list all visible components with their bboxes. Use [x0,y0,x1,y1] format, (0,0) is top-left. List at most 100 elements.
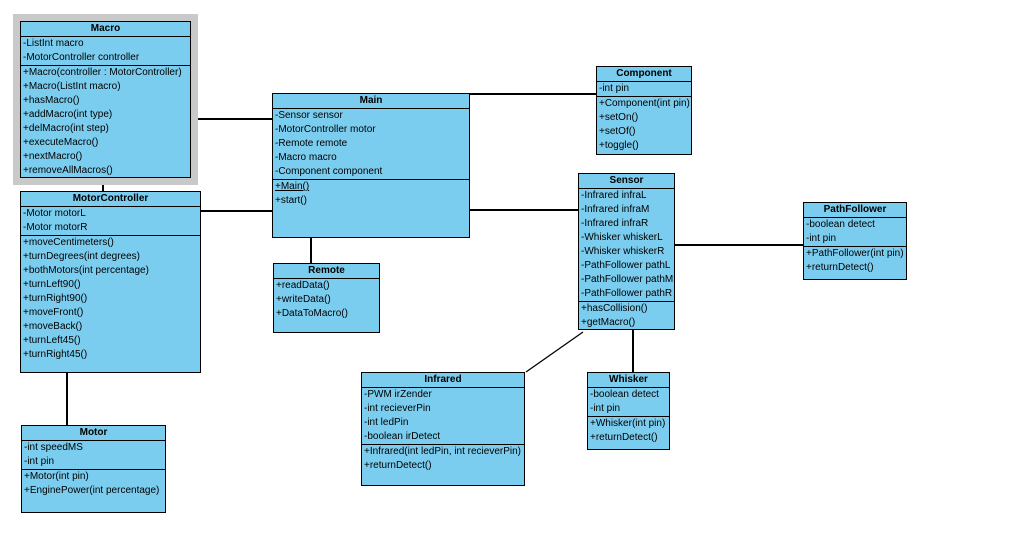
member-row: -Motor motorL [23,208,86,219]
class-pathfollower-attributes: -boolean detect -int pin [804,218,906,247]
member-row: +Macro(ListInt macro) [23,81,121,92]
class-motor-title: Motor [22,426,165,441]
member-row: -PWM irZender [364,389,432,400]
class-infrared-methods: +Infrared(int ledPin, int recieverPin)+r… [362,445,524,485]
member-row: +writeData() [276,294,331,305]
connector-sensor-pathfollower[interactable] [675,244,803,246]
member-row: +delMacro(int step) [23,123,109,134]
member-row: -boolean detect [806,219,875,230]
member-row: +bothMotors(int percentage) [23,265,149,276]
class-whisker-attributes: -boolean detect -int pin [588,388,669,417]
class-motor-methods: +Motor(int pin) +EnginePower(int percenta… [22,470,165,512]
member-row: +Infrared(int ledPin, int recieverPin) [364,446,522,457]
member-row: -int ledPin [364,417,409,428]
class-sensor-title: Sensor [579,174,674,189]
connector-macro-motorcontroller[interactable] [102,178,104,191]
class-pathfollower[interactable]: PathFollower -boolean detect-int pin +Pa… [803,202,907,280]
class-component-title: Component [597,67,691,82]
class-remote-methods: +readData() +writeData() +DataToMacro() [274,279,379,332]
class-remote[interactable]: Remote +readData() +writeData() +DataToMac… [273,263,380,333]
connector-macro-main[interactable] [196,118,272,120]
member-row: +turnRight90() [23,293,88,304]
class-macro[interactable]: Macro -ListInt macro-MotorController con… [20,21,191,178]
member-row: +removeAllMacros() [23,165,113,176]
member-row: +DataToMacro() [276,308,348,319]
class-pathfollower-methods: +PathFollower(int pin)+returnDetect() [804,247,906,279]
connector-sensor-whisker[interactable] [632,330,634,372]
member-row: -Motor motorR [23,222,88,233]
connector-motorcontroller-motor[interactable] [66,373,68,425]
member-row: -Component component [275,166,383,177]
member-row: +Main() [275,181,310,192]
class-component[interactable]: Component -int pin +Component(int pin) +s… [596,66,692,155]
class-macro-methods: +Macro(controller : MotorController) +Mac… [21,66,190,177]
class-component-attributes: -int pin [597,82,691,97]
class-whisker-title: Whisker [588,373,669,388]
member-row: +EnginePower(int percentage) [24,485,160,496]
member-row: +moveCentimeters() [23,237,114,248]
member-row: -Infrared infraL [581,190,647,201]
class-sensor-attributes: -Infrared infraL -Infrared infraM -Infrare… [579,189,674,302]
member-row: -PathFollower pathL [581,260,671,271]
member-row: -int pin [599,83,630,94]
member-row: -boolean irDetect [364,431,441,442]
class-motorcontroller-title: MotorController [21,192,200,207]
member-row: -ListInt macro [23,38,84,49]
class-remote-title: Remote [274,264,379,279]
connector-sensor-infrared[interactable] [520,328,590,376]
member-row: +start() [275,195,307,206]
class-motorcontroller[interactable]: MotorController -Motor motorL-Motor moto… [20,191,201,373]
member-row: +setOf() [599,126,636,137]
class-whisker[interactable]: Whisker -boolean detect -int pin +Whisker… [587,372,670,450]
class-whisker-methods: +Whisker(int pin)+returnDetect() [588,417,669,449]
connector-main-component[interactable] [470,93,596,95]
member-row: +readData() [276,280,330,291]
member-row: -int recieverPin [364,403,431,414]
member-row: -int speedMS [24,442,83,453]
member-row: +moveBack() [23,321,83,332]
member-row: -PathFollower pathR [581,288,673,299]
class-motorcontroller-attributes: -Motor motorL -Motor motorR [21,207,200,236]
member-row: -MotorController controller [23,52,140,63]
member-row: +hasCollision() [581,303,648,314]
member-row: +Motor(int pin) [24,471,89,482]
member-row: -int pin [590,403,621,414]
member-row: +setOn() [599,112,639,123]
member-row: +turnRight45() [23,349,88,360]
member-row: +returnDetect() [806,262,874,273]
member-row: -int pin [806,233,837,244]
member-row: -boolean detect [590,389,659,400]
member-row: -Whisker whiskerL [581,232,663,243]
member-row: +moveFront() [23,307,84,318]
member-row: +executeMacro() [23,137,99,148]
class-motorcontroller-methods: +moveCentimeters() +turnDegrees(int degre… [21,236,200,372]
class-main-title: Main [273,94,469,109]
class-component-methods: +Component(int pin) +setOn() +setOf() +togg… [597,97,691,154]
member-row: +returnDetect() [590,432,658,443]
member-row: +toggle() [599,140,639,151]
member-row: +addMacro(int type) [23,109,113,120]
connector-motorcontroller-main[interactable] [201,210,272,212]
class-sensor[interactable]: Sensor -Infrared infraL-Infrared infraM-… [578,173,675,330]
member-row: +turnDegrees(int degrees) [23,251,141,262]
member-row: +nextMacro() [23,151,83,162]
member-row: -Sensor sensor [275,110,343,121]
member-row: -Infrared infraR [581,218,649,229]
class-infrared-attributes: -PWM irZender -int recieverPin -int ledPin… [362,388,524,445]
class-sensor-methods: +hasCollision()+getMacro() [579,302,674,329]
member-row: -int pin [24,456,55,467]
member-row: -Infrared infraM [581,204,650,215]
member-row: +Macro(controller : MotorController) [23,67,182,78]
class-main[interactable]: Main -Sensor sensor-MotorController moto… [272,93,470,238]
connector-main-remote[interactable] [310,238,312,264]
member-row: +turnLeft90() [23,279,81,290]
class-motor[interactable]: Motor -int speedMS -int pin +Motor(int pi… [21,425,166,513]
member-row: -PathFollower pathM [581,274,674,285]
class-main-methods: +Main() +start() [273,180,469,237]
connector-main-sensor[interactable] [470,209,578,211]
member-row: +Component(int pin) [599,98,690,109]
class-infrared[interactable]: Infrared -PWM irZender-int recieverPin-i… [361,372,525,486]
class-main-attributes: -Sensor sensor-MotorController motor-Rem… [273,109,469,180]
class-macro-attributes: -ListInt macro -MotorController controlle… [21,37,190,66]
